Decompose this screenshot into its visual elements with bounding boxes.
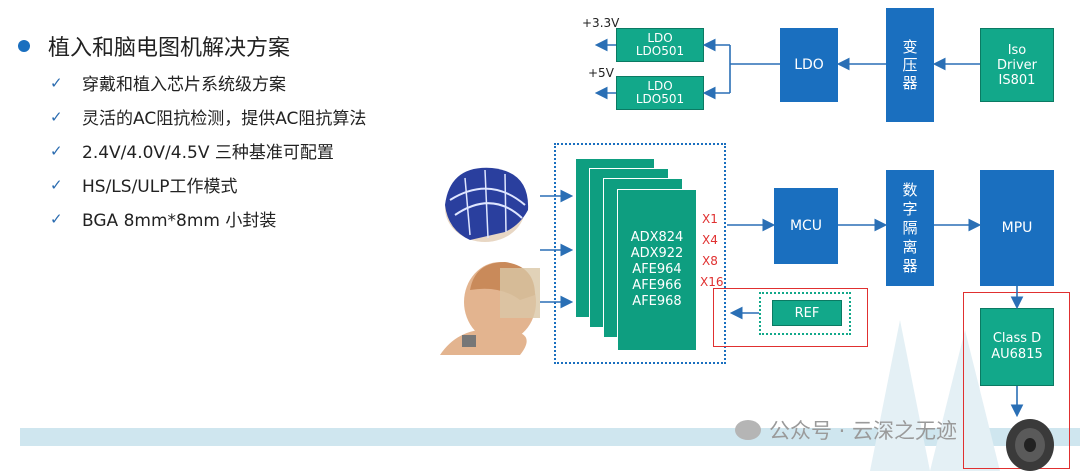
- watermark-text: 公众号 · 云深之无迹: [769, 415, 957, 445]
- wechat-icon: [735, 420, 761, 440]
- watermark: 公众号 · 云深之无迹: [735, 415, 957, 445]
